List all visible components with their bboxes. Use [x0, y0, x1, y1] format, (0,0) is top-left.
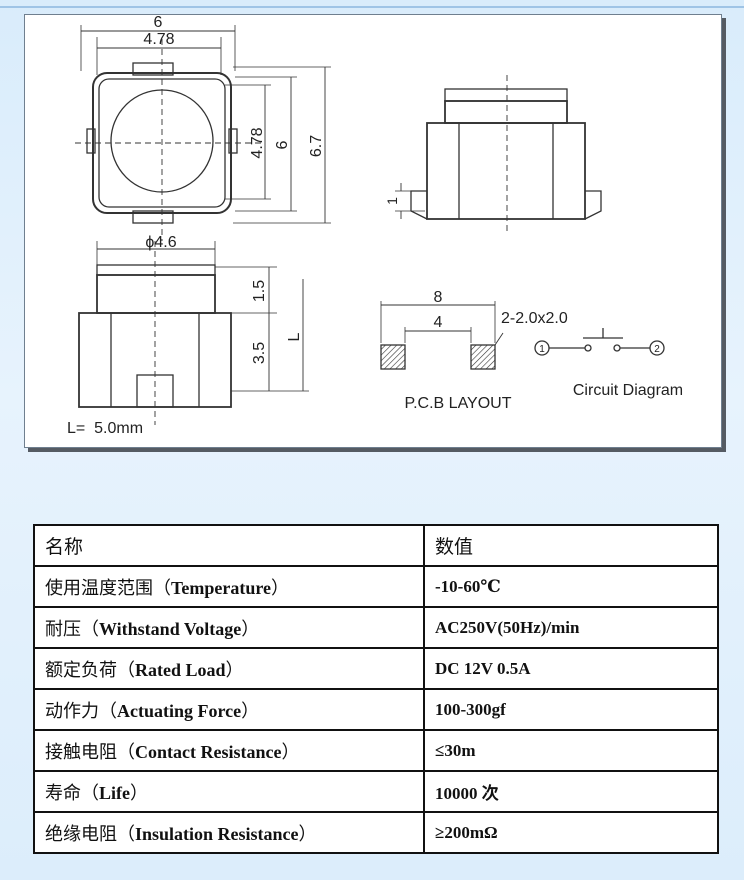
param-en: Insulation Resistance — [135, 823, 299, 844]
param-cell: 动作力（Actuating Force） — [33, 688, 425, 731]
value-cell: ≥200mΩ — [423, 811, 719, 854]
param-en: Rated Load — [135, 659, 226, 680]
dim-side-478: 4.78 — [249, 127, 266, 158]
param-close: ） — [298, 823, 317, 844]
param-en: Actuating Force — [117, 700, 242, 721]
header-value: 数值 — [423, 524, 719, 567]
dim-side-6: 6 — [274, 140, 291, 149]
param-cn: 绝缘电阻（ — [45, 823, 135, 844]
side-view — [395, 75, 602, 231]
spec-row-force: 动作力（Actuating Force） 100-300gf — [33, 688, 719, 731]
dim-width-478: 4.78 — [143, 31, 174, 48]
circuit-diagram — [534, 328, 665, 356]
front-view — [78, 241, 309, 425]
dim-lead-1: 1 — [384, 197, 400, 205]
top-divider — [0, 6, 744, 8]
dim-body-35: 3.5 — [251, 342, 268, 364]
param-close: ） — [225, 659, 244, 680]
spec-row-temperature: 使用温度范围（Temperature） -10-60℃ — [33, 565, 719, 608]
value-cell: 10000 次 — [423, 770, 719, 813]
spec-row-load: 额定负荷（Rated Load） DC 12V 0.5A — [33, 647, 719, 690]
technical-drawing: 6 4.78 4.78 6 6.7 ϕ4.6 1.5 3.5 L 1 L= 5.… — [24, 14, 722, 448]
pcb-hole-note: 2-2.0x2.0 — [501, 310, 568, 327]
pcb-dim-8: 8 — [434, 289, 443, 306]
dim-diameter-46: ϕ4.6 — [145, 234, 176, 251]
param-en: Withstand Voltage — [99, 618, 242, 639]
pcb-layout-caption: P.C.B LAYOUT — [405, 395, 512, 412]
param-close: ） — [281, 741, 300, 762]
spec-row-contact-resistance: 接触电阻（Contact Resistance） ≤30m — [33, 729, 719, 772]
param-cell: 耐压（Withstand Voltage） — [33, 606, 425, 649]
drawing-svg: 6 4.78 4.78 6 6.7 ϕ4.6 1.5 3.5 L 1 L= 5.… — [67, 15, 683, 437]
circuit-diagram-caption: Circuit Diagram — [573, 382, 683, 399]
param-cell: 绝缘电阻（Insulation Resistance） — [33, 811, 425, 854]
param-cn: 额定负荷（ — [45, 659, 135, 680]
param-close: ） — [241, 618, 260, 639]
value-cell: 100-300gf — [423, 688, 719, 731]
param-en: Temperature — [171, 577, 271, 598]
pcb-layout — [380, 301, 504, 370]
param-cell: 接触电阻（Contact Resistance） — [33, 729, 425, 772]
param-cn: 动作力（ — [45, 700, 117, 721]
spec-row-insulation: 绝缘电阻（Insulation Resistance） ≥200mΩ — [33, 811, 719, 854]
terminal-2-label: 2 — [654, 344, 660, 355]
spec-table: 名称 数值 使用温度范围（Temperature） -10-60℃ 耐压（Wit… — [33, 524, 719, 854]
param-cell: 寿命（Life） — [33, 770, 425, 813]
spec-table-header: 名称 数值 — [33, 524, 719, 567]
param-cn: 使用温度范围（ — [45, 577, 171, 598]
value-cell: -10-60℃ — [423, 565, 719, 608]
param-en: Contact Resistance — [135, 741, 282, 762]
param-close: ） — [130, 782, 148, 803]
param-cn: 寿命（ — [45, 782, 99, 803]
dim-height-67: 6.7 — [308, 135, 325, 157]
l-length-note: L= 5.0mm — [67, 420, 143, 437]
terminal-1-label: 1 — [539, 344, 545, 355]
dim-cap-15: 1.5 — [251, 280, 268, 302]
pcb-dim-4: 4 — [434, 314, 443, 331]
spec-row-life: 寿命（Life） 10000 次 — [33, 770, 719, 813]
param-cn: 耐压（ — [45, 618, 99, 639]
param-cn: 接触电阻（ — [45, 741, 135, 762]
header-param: 名称 — [33, 524, 425, 567]
param-cell: 额定负荷（Rated Load） — [33, 647, 425, 690]
param-en: Life — [99, 782, 130, 803]
param-close: ） — [241, 700, 260, 721]
top-view — [75, 25, 331, 241]
value-cell: AC250V(50Hz)/min — [423, 606, 719, 649]
value-cell: ≤30m — [423, 729, 719, 772]
dim-total-L: L — [286, 332, 303, 341]
spec-row-voltage: 耐压（Withstand Voltage） AC250V(50Hz)/min — [33, 606, 719, 649]
value-cell: DC 12V 0.5A — [423, 647, 719, 690]
param-close: ） — [270, 577, 289, 598]
dim-width-6: 6 — [154, 15, 163, 31]
param-cell: 使用温度范围（Temperature） — [33, 565, 425, 608]
